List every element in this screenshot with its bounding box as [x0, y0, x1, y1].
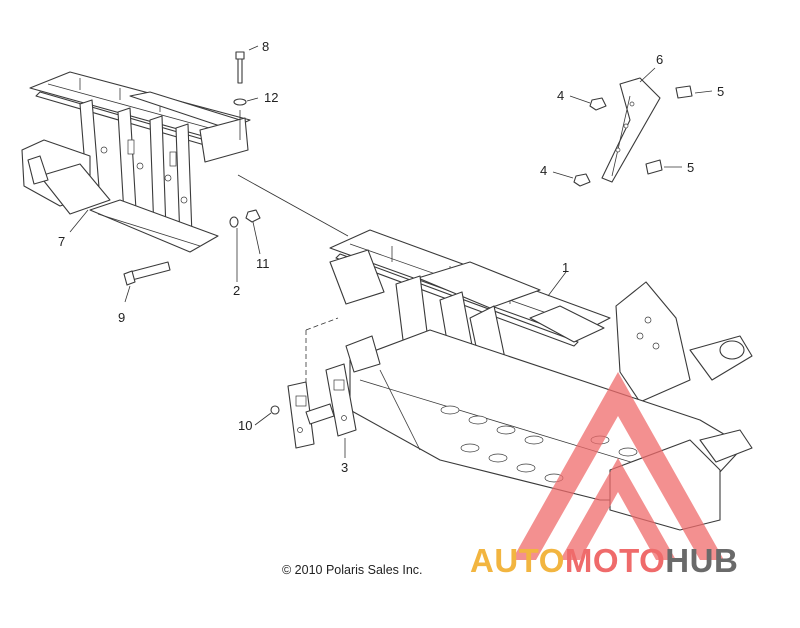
brace-strap: [601, 77, 661, 183]
callout-4a: 4: [557, 88, 564, 103]
callout-9: 9: [118, 310, 125, 325]
front-frame-assembly: [21, 71, 251, 253]
callout-6: 6: [656, 52, 663, 67]
callout-5b: 5: [687, 160, 694, 175]
callout-12: 12: [264, 90, 278, 105]
callout-2: 2: [233, 283, 240, 298]
leader-lines: [69, 45, 713, 458]
callout-8: 8: [262, 39, 269, 54]
callout-7: 7: [58, 234, 65, 249]
callout-1: 1: [562, 260, 569, 275]
mount-bracket-assembly: [270, 363, 357, 449]
callout-4b: 4: [540, 163, 547, 178]
callout-3: 3: [341, 460, 348, 475]
callout-11: 11: [256, 256, 270, 271]
watermark-auto: AUTO: [470, 542, 565, 579]
fasteners: [123, 51, 693, 286]
callout-5a: 5: [717, 84, 724, 99]
watermark-moto: MOTO: [564, 542, 666, 579]
watermark-hub: HUB: [665, 542, 739, 579]
callout-labels: 1 2 3 4 4 5 5 6 7 8 9 10 11 12: [58, 39, 724, 475]
watermark-logo: AUTOMOTOHUB: [470, 542, 738, 580]
watermark-triangle-icon: [512, 372, 724, 560]
main-frame-assembly: [329, 229, 753, 531]
copyright-text: © 2010 Polaris Sales Inc.: [282, 563, 423, 577]
callout-10: 10: [238, 418, 252, 433]
